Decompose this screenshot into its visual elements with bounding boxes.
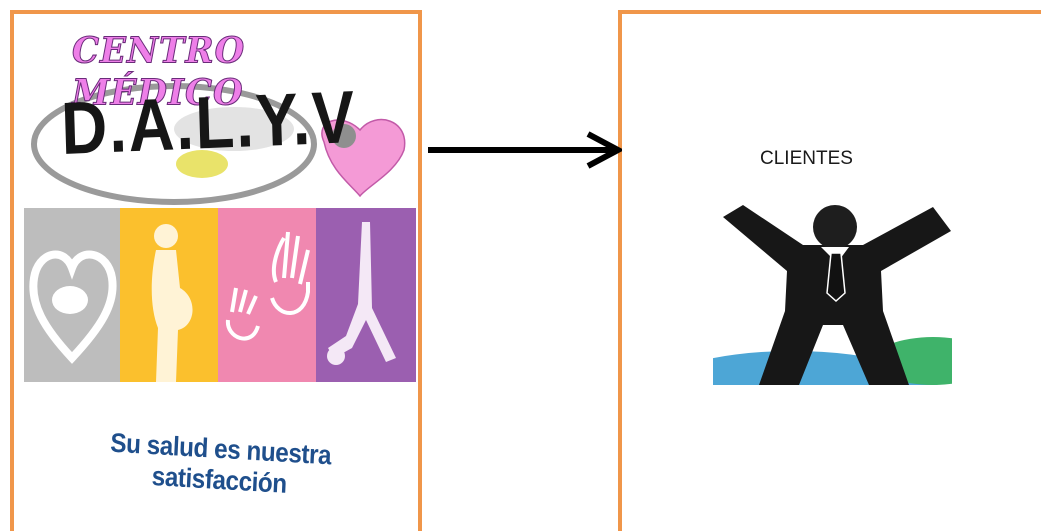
pregnant-woman-icon: [151, 224, 193, 382]
logo-header-text: CENTRO MÉDICO: [72, 29, 246, 114]
logo-slogan: Su salud es nuestra satisfacción: [109, 427, 332, 499]
logo-name: D.A.L.Y.V: [60, 75, 358, 170]
handprints-icon: [225, 231, 310, 341]
businessman-icon: [713, 205, 952, 385]
client-businessman-image: [713, 201, 952, 385]
arrow-right-icon: [428, 131, 622, 169]
clients-label: CLIENTES: [760, 148, 853, 169]
yoga-pose-icon: [327, 222, 396, 365]
logo-icon-strip: [24, 208, 416, 382]
yoga-stripe: [316, 208, 416, 382]
stethoscope-icon: [31, 83, 406, 205]
heart-stripe: [24, 208, 120, 382]
hands-stripe: [218, 208, 316, 382]
pregnancy-stripe: [120, 208, 218, 382]
logo-header-area: CENTRO MÉDICO D.A.L.Y.V: [24, 24, 416, 208]
heart-baby-icon: [29, 250, 117, 364]
medical-center-logo: CENTRO MÉDICO D.A.L.Y.V: [24, 24, 416, 512]
